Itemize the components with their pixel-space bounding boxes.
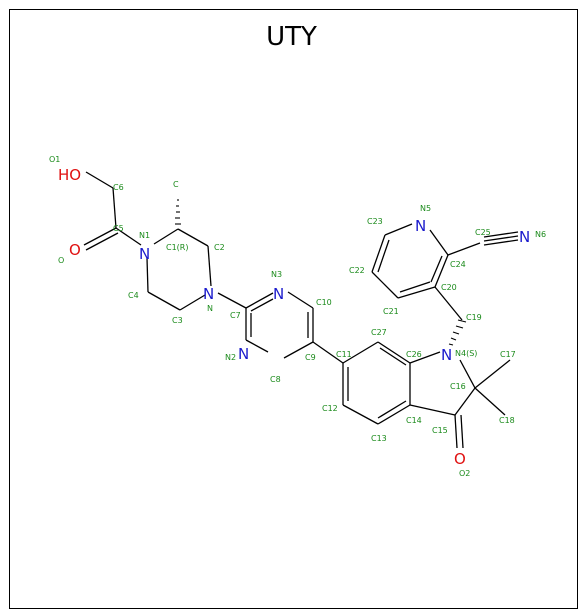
molecule-title: UTY	[266, 22, 317, 52]
label: C19	[466, 313, 482, 322]
label: C	[173, 180, 179, 189]
atom-n6: N	[519, 228, 530, 246]
bonds	[83, 171, 519, 449]
label: C15	[432, 426, 448, 435]
atom-o2: O	[454, 450, 466, 468]
label: C18	[499, 416, 515, 425]
canvas-frame	[9, 9, 578, 609]
label: C27	[371, 328, 387, 337]
label: C1(R)	[166, 243, 188, 252]
label: C9	[305, 353, 316, 362]
label: C11	[336, 350, 352, 359]
label: C5	[113, 224, 124, 233]
label: N	[207, 304, 213, 313]
label: C6	[113, 183, 124, 192]
heteroatoms: HO O N N N N N N N O	[58, 166, 530, 468]
label: C8	[270, 375, 281, 384]
label: C4	[128, 291, 139, 300]
label: C26	[406, 350, 422, 359]
label: C17	[500, 350, 516, 359]
label: C20	[441, 283, 457, 292]
atom-n1: N	[139, 245, 150, 263]
label: C14	[406, 416, 422, 425]
label: O2	[459, 469, 470, 478]
atom-o-carbonyl: O	[69, 241, 81, 259]
label: C2	[214, 243, 225, 252]
label: O1	[49, 155, 60, 164]
label: N5	[420, 204, 431, 213]
label: C3	[172, 316, 183, 325]
atom-ho: HO	[58, 166, 81, 184]
label: C10	[316, 298, 332, 307]
label: N4(S)	[455, 349, 477, 358]
label: O	[58, 256, 64, 265]
atom-n3: N	[273, 285, 284, 303]
label: N1	[139, 231, 150, 240]
label: C25	[475, 228, 491, 237]
label: N2	[225, 353, 236, 362]
label: C12	[322, 404, 338, 413]
atom-n4: N	[441, 346, 452, 364]
atom-n2: N	[238, 345, 249, 363]
label: N3	[271, 270, 282, 279]
atom-labels: O1 C6 C C5 N1 C1(R) C2 O C4 C3 N N3 C7 C…	[49, 155, 546, 478]
label: C23	[367, 217, 383, 226]
label: C7	[230, 311, 241, 320]
label: C21	[383, 307, 399, 316]
molecule-structure: HO O N N N N N N N O O1 C6 C C5 N1 C1(R)…	[49, 155, 546, 478]
label: C24	[450, 260, 466, 269]
label: C13	[371, 434, 387, 443]
atom-n-piperazine: N	[203, 285, 214, 303]
atom-n5: N	[415, 217, 426, 235]
label: C22	[349, 266, 365, 275]
label: C16	[450, 382, 466, 391]
label: N6	[535, 230, 546, 239]
